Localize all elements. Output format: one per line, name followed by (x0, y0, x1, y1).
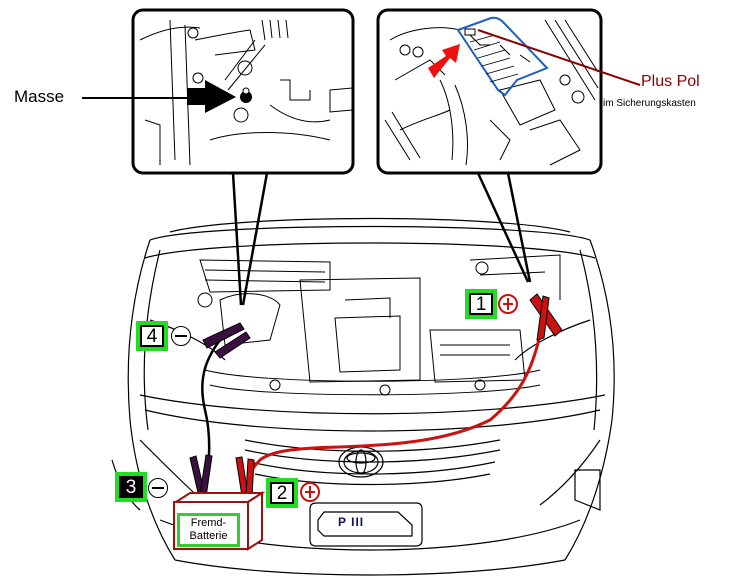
red-arrow-icon (428, 44, 460, 78)
black-arrow-icon (187, 80, 236, 113)
clamp-negative-vehicle (202, 322, 251, 359)
clamp-positive-vehicle (529, 293, 563, 341)
plus-icon (300, 482, 320, 502)
step-4-badge: 4 (136, 321, 168, 351)
fuse-box-outline (456, 16, 549, 97)
inset-fusebox-detail (376, 8, 603, 175)
minus-icon (148, 478, 168, 498)
inset-leaders (231, 172, 532, 306)
step-2-badge: 2 (266, 478, 298, 508)
license-plate (309, 502, 423, 547)
ground-bolt-icon (240, 87, 252, 103)
positive-cable (245, 334, 542, 489)
plus-pol-label: Plus Pol (641, 73, 700, 90)
step-2-number: 2 (270, 482, 294, 504)
step-3-badge: 3 (115, 472, 147, 502)
engine-cover (299, 277, 421, 383)
plus-pol-sublabel: im Sicherungskasten (603, 98, 696, 109)
battery-label-line1: Fremd- (190, 517, 227, 529)
clamp-negative-battery (189, 454, 213, 498)
battery-label-line2: Batterie (189, 530, 228, 542)
car-body (111, 217, 615, 576)
step-1-badge: 1 (465, 289, 497, 319)
engine-battery (429, 329, 526, 383)
plus-icon (498, 294, 518, 314)
masse-label: Masse (14, 87, 65, 106)
license-plate-text: P III (338, 515, 365, 529)
step-3-number: 3 (119, 476, 143, 498)
minus-icon (171, 326, 191, 346)
step-4-number: 4 (140, 325, 164, 347)
step-1-number: 1 (469, 293, 493, 315)
external-battery-label: Fremd- Batterie (177, 513, 240, 547)
engine-bay (197, 254, 561, 396)
plus-pol-pointer-line (477, 29, 641, 86)
inset-ground-detail (131, 8, 355, 175)
clamp-positive-battery (235, 456, 255, 498)
